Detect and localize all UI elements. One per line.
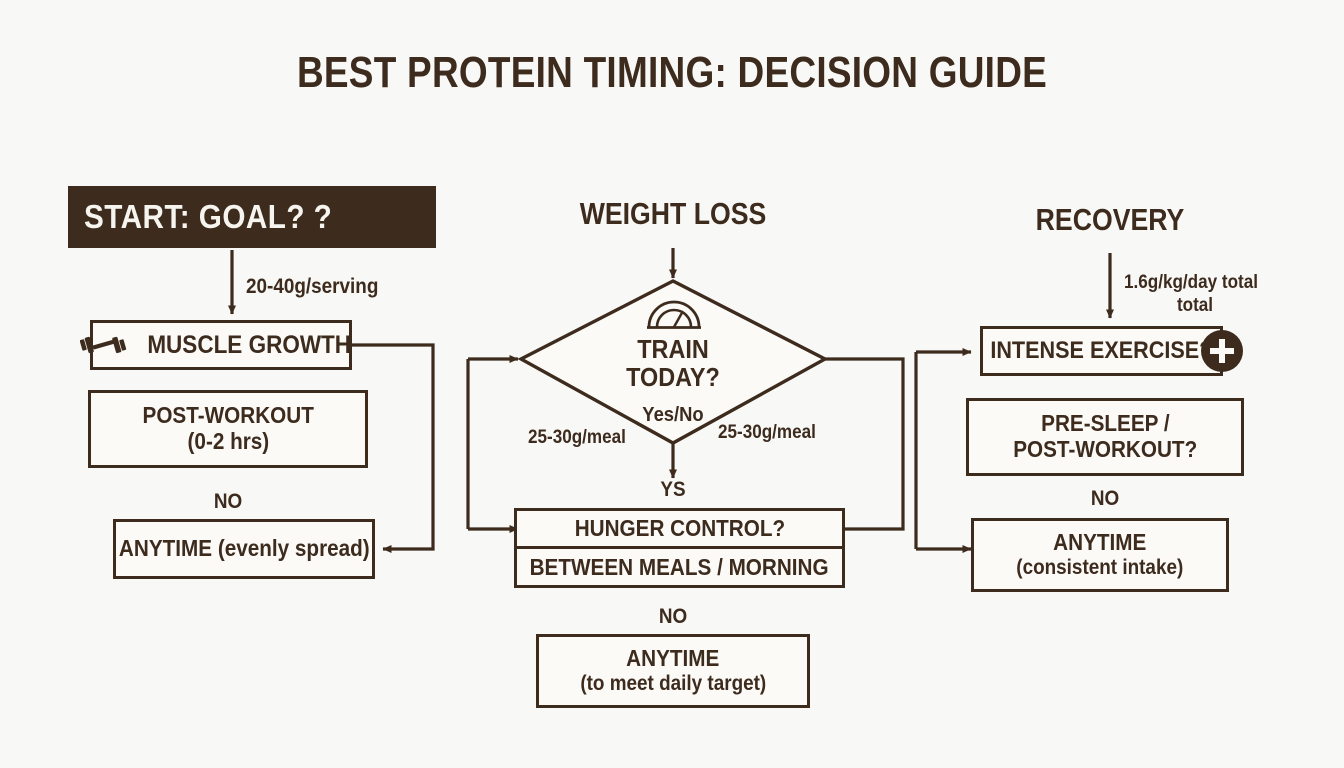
gauge-icon — [645, 296, 703, 335]
train-today-diamond[interactable] — [518, 278, 828, 446]
column-header-weight-loss: WEIGHT LOSS — [579, 196, 767, 231]
start-goal-box[interactable]: START: GOAL? ? — [68, 186, 436, 248]
anytime-evenly-spread-label: ANYTIME (evenly spread) — [118, 535, 370, 562]
intense-exercise-label: INTENSE EXERCISE? — [990, 336, 1213, 364]
post-workout-box[interactable]: POST-WORKOUT (0-2 hrs) — [88, 390, 368, 468]
muscle-growth-label: MUSCLE GROWTH — [147, 331, 351, 359]
edge-label-meal-right: 25-30g/meal — [718, 422, 816, 443]
plus-badge-icon — [1201, 330, 1243, 372]
dumbbell-icon — [79, 334, 128, 356]
left-branch-label-no: NO — [213, 490, 243, 513]
train-today-sub: Yes/No — [642, 404, 704, 426]
middle-branch-label-no: NO — [658, 605, 688, 628]
pre-sleep-post-workout-box[interactable]: PRE-SLEEP / POST-WORKOUT? — [966, 398, 1244, 476]
wire-diamond-right-loop — [821, 357, 905, 531]
post-workout-line2: (0-2 hrs) — [187, 428, 269, 454]
edge-label-ys: YS — [660, 478, 686, 501]
anytime-consistent-line1: ANYTIME — [1053, 529, 1147, 556]
anytime-evenly-spread-box[interactable]: ANYTIME (evenly spread) — [113, 519, 375, 579]
train-today-text: TRAIN TODAY? — [543, 334, 803, 392]
start-goal-label: START: GOAL? ? — [84, 198, 333, 235]
page-title: BEST PROTEIN TIMING: DECISION GUIDE — [296, 48, 1048, 97]
muscle-growth-box[interactable]: MUSCLE GROWTH — [79, 320, 352, 370]
anytime-consistent-line2: (consistent intake) — [1016, 556, 1184, 580]
anytime-daily-target-box[interactable]: ANYTIME (to meet daily target) — [536, 634, 810, 708]
intense-exercise-box[interactable]: INTENSE EXERCISE? — [980, 326, 1223, 376]
hunger-control-bottom: BETWEEN MEALS / MORNING — [530, 553, 830, 580]
train-today-line1: TRAIN — [637, 334, 709, 364]
edge-label-meal-left: 25-30g/meal — [528, 427, 626, 448]
anytime-daily-target-line2: (to meet daily target) — [580, 672, 766, 696]
right-branch-label-no: NO — [1090, 487, 1120, 510]
edge-label-total-line1: 1.6g/kg/day total — [1124, 272, 1258, 293]
hunger-control-box[interactable]: HUNGER CONTROL? BETWEEN MEALS / MORNING — [514, 508, 845, 588]
pre-sleep-line1: PRE-SLEEP / — [1040, 410, 1170, 437]
edge-label-serving: 20-40g/serving — [246, 275, 379, 298]
pre-sleep-line2: POST-WORKOUT? — [1013, 436, 1197, 462]
anytime-daily-target-line1: ANYTIME — [626, 645, 720, 672]
edge-label-total-line2: total — [1176, 295, 1214, 316]
column-header-recovery: RECOVERY — [1035, 202, 1185, 237]
hunger-control-top: HUNGER CONTROL? — [517, 511, 842, 549]
anytime-consistent-intake-box[interactable]: ANYTIME (consistent intake) — [971, 518, 1229, 592]
train-today-line2: TODAY? — [626, 361, 720, 392]
post-workout-line1: POST-WORKOUT — [142, 402, 314, 429]
